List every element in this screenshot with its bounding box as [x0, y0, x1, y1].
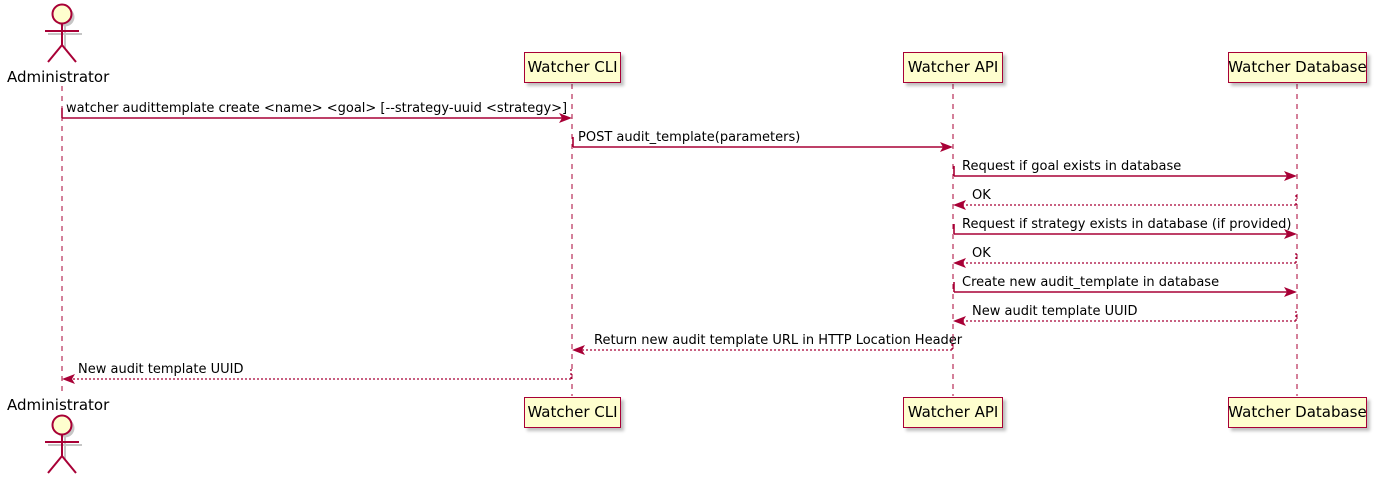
actor-administrator-bottom [45, 414, 82, 474]
message-arrow-10 [62, 369, 572, 384]
participant-label: Watcher API [907, 58, 999, 76]
message-label-2: POST audit_template(parameters) [578, 130, 801, 145]
message-label-8: New audit template UUID [972, 304, 1138, 319]
message-label-5: Request if strategy exists in database (… [962, 217, 1292, 232]
message-label-9: Return new audit template URL in HTTP Lo… [594, 333, 963, 348]
message-arrow-1 [61, 108, 572, 123]
actor-administrator-top [45, 3, 82, 63]
actor-head-icon [51, 414, 73, 436]
participant-box-watcher-cli-bottom[interactable]: Watcher CLI [524, 397, 621, 428]
participant-label: Watcher Database [1228, 58, 1367, 76]
message-label-10: New audit template UUID [78, 362, 244, 377]
message-label-3: Request if goal exists in database [962, 159, 1182, 174]
participant-box-watcher-api-top[interactable]: Watcher API [903, 52, 1003, 83]
message-arrow-4 [953, 195, 1297, 210]
message-label-6: OK [972, 246, 991, 261]
participant-box-watcher-database-top[interactable]: Watcher Database [1228, 52, 1367, 83]
participant-label: Watcher CLI [527, 403, 618, 421]
message-label-7: Create new audit_template in database [962, 275, 1220, 290]
actor-head-icon [51, 3, 73, 25]
actor-label-administrator-bottom: Administrator [7, 396, 110, 414]
participant-box-watcher-cli-top[interactable]: Watcher CLI [524, 52, 621, 83]
message-arrow-8 [953, 311, 1297, 326]
actor-label-administrator-top: Administrator [7, 68, 110, 86]
participant-label: Watcher CLI [527, 58, 618, 76]
message-label-4: OK [972, 188, 991, 203]
participant-label: Watcher Database [1228, 403, 1367, 421]
message-arrow-6 [953, 253, 1297, 268]
message-arrow-5 [953, 224, 1297, 239]
message-arrow-2 [572, 137, 953, 152]
message-label-1: watcher audittemplate create <name> <goa… [66, 101, 568, 116]
participant-label: Watcher API [907, 403, 999, 421]
message-arrow-3 [953, 166, 1297, 181]
participant-box-watcher-database-bottom[interactable]: Watcher Database [1228, 397, 1367, 428]
message-arrow-7 [953, 282, 1297, 297]
message-arrow-9 [572, 340, 953, 355]
participant-box-watcher-api-bottom[interactable]: Watcher API [903, 397, 1003, 428]
